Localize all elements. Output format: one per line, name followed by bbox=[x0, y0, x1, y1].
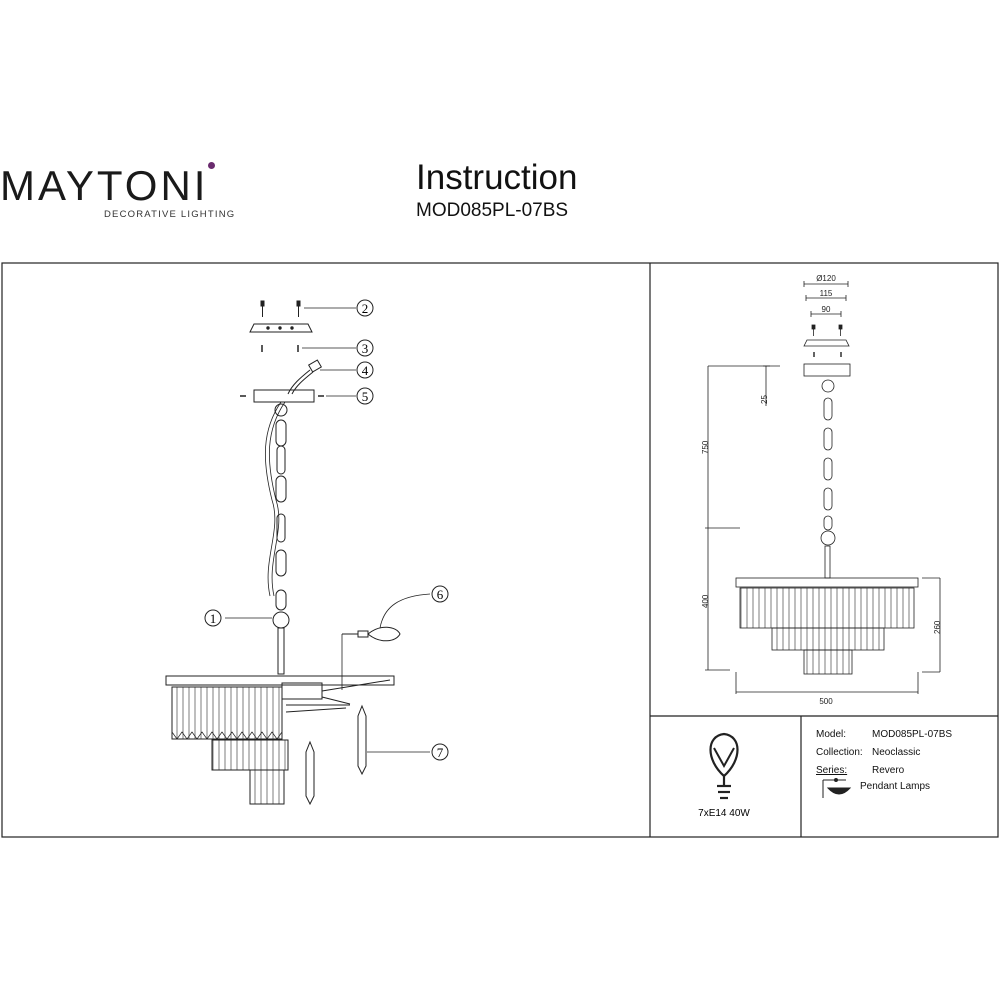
frame-plate-icon bbox=[165, 675, 395, 713]
callout-4: 4 bbox=[356, 361, 374, 379]
callout-3: 3 bbox=[356, 339, 374, 357]
svg-text:7: 7 bbox=[437, 745, 444, 760]
spec-model-label: Model: bbox=[816, 729, 847, 740]
stem-icon bbox=[277, 627, 285, 675]
brand-logo: MAYTONI bbox=[0, 162, 209, 209]
model-code-heading: MOD085PL-07BS bbox=[416, 200, 569, 221]
screw-pair-icon bbox=[260, 300, 301, 317]
callout-7: 7 bbox=[431, 743, 449, 761]
dim-height-750: 750 bbox=[701, 440, 710, 454]
crystal-prism-icon bbox=[305, 704, 367, 806]
pendant-lamp-icon bbox=[822, 778, 852, 798]
spec-type-value: Pendant Lamps bbox=[860, 781, 931, 792]
svg-text:2: 2 bbox=[362, 301, 369, 316]
frame bbox=[1, 262, 999, 838]
spec-series-value: Revero bbox=[872, 765, 905, 776]
canopy-icon bbox=[240, 389, 324, 403]
dim-diameter-120: Ø120 bbox=[816, 274, 836, 283]
dim-width-500: 500 bbox=[819, 697, 833, 706]
callout-6: 6 bbox=[431, 585, 449, 603]
callout-2: 2 bbox=[356, 299, 374, 317]
callout-1: 1 bbox=[204, 609, 222, 627]
dim-width-115: 115 bbox=[820, 289, 833, 298]
chain-icon bbox=[265, 401, 290, 629]
svg-text:1: 1 bbox=[210, 611, 217, 626]
crystal-tier-bottom-icon bbox=[249, 769, 285, 805]
spec-model-value: MOD085PL-07BS bbox=[872, 729, 953, 740]
callout-5: 5 bbox=[356, 387, 374, 405]
small-screw-icon bbox=[261, 345, 299, 352]
dim-width-90: 90 bbox=[822, 305, 831, 314]
brand-tagline: DECORATIVE LIGHTING bbox=[104, 209, 236, 220]
lamp-spec: 7xE14 40W bbox=[698, 808, 750, 819]
assembly-drawing bbox=[165, 300, 431, 806]
brand-accent-dot bbox=[208, 162, 215, 169]
spec-series-label: Series: bbox=[816, 765, 848, 776]
crystal-tier-middle-icon bbox=[211, 739, 289, 771]
dim-height-25: 25 bbox=[760, 395, 769, 404]
dim-height-260: 260 bbox=[933, 620, 942, 634]
svg-text:6: 6 bbox=[437, 587, 444, 602]
dimension-drawing bbox=[705, 281, 941, 694]
dim-height-400: 400 bbox=[701, 594, 710, 608]
svg-text:5: 5 bbox=[362, 389, 369, 404]
mounting-bracket-icon bbox=[249, 323, 313, 333]
spec-collection-value: Neoclassic bbox=[872, 747, 921, 758]
svg-text:3: 3 bbox=[362, 341, 369, 356]
candle-bulb-icon bbox=[342, 626, 401, 642]
wire-connector-icon bbox=[287, 359, 323, 395]
spec-collection-label: Collection: bbox=[816, 747, 863, 758]
svg-text:4: 4 bbox=[362, 363, 369, 378]
light-bulb-icon bbox=[709, 732, 739, 800]
page-title: Instruction bbox=[416, 158, 578, 197]
crystal-tier-top-icon bbox=[171, 686, 283, 740]
